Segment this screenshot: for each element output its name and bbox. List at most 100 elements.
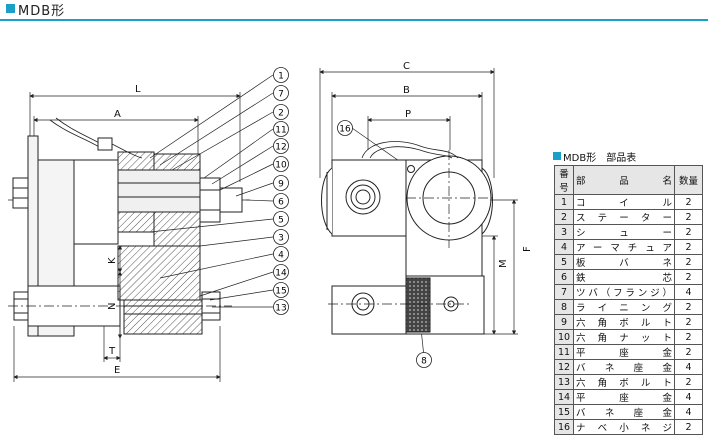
header-no: 番号 <box>554 165 574 195</box>
part-name: 六角ボルト <box>573 374 675 390</box>
svg-text:3: 3 <box>278 234 284 244</box>
part-no: 8 <box>554 299 574 315</box>
svg-text:14: 14 <box>275 269 287 279</box>
svg-text:12: 12 <box>275 143 286 153</box>
part-no: 13 <box>554 374 574 390</box>
part-no: 3 <box>554 224 574 240</box>
part-name: ナベ小ネジ <box>573 419 675 435</box>
callout-13: 13 <box>273 299 289 315</box>
part-no: 14 <box>554 389 574 405</box>
header-rule <box>0 19 708 21</box>
callout-14: 14 <box>273 264 289 280</box>
callout-5: 5 <box>273 211 289 227</box>
part-no: 10 <box>554 329 574 345</box>
dim-A-label: A <box>114 109 121 120</box>
dim-T-label: T <box>108 346 116 357</box>
dim-N-label: N <box>107 303 118 310</box>
svg-text:1: 1 <box>278 72 284 82</box>
side-view <box>8 117 250 337</box>
part-qty: 2 <box>674 254 703 270</box>
part-name: バネ座金 <box>573 404 675 420</box>
callout-4: 4 <box>273 246 289 262</box>
header-name: 部品名 <box>573 165 675 195</box>
dim-C-label: C <box>403 61 410 72</box>
svg-text:6: 6 <box>278 198 284 208</box>
svg-text:9: 9 <box>278 180 284 190</box>
part-qty: 2 <box>674 299 703 315</box>
parts-table-header-row: 番号 部品名 数量 <box>554 165 703 195</box>
dim-M-label: M <box>498 259 509 268</box>
part-name: 平座金 <box>573 344 675 360</box>
part-name: シュー <box>573 224 675 240</box>
svg-text:13: 13 <box>275 304 286 314</box>
part-name: 六角ナット <box>573 329 675 345</box>
dim-P-label: P <box>405 109 411 120</box>
part-name: 平座金 <box>573 389 675 405</box>
svg-text:4: 4 <box>278 251 284 261</box>
part-no: 15 <box>554 404 574 420</box>
part-name: 鉄芯 <box>573 269 675 285</box>
part-name: バネ座金 <box>573 359 675 375</box>
part-no: 1 <box>554 194 574 210</box>
part-qty: 2 <box>674 269 703 285</box>
dim-E-label: E <box>114 365 120 376</box>
callout-10: 10 <box>273 156 289 172</box>
part-name: ツバ（フランジ） <box>573 284 675 300</box>
callout-16: 16 <box>337 120 353 136</box>
callout-circles: 1 7 2 11 12 10 9 6 5 3 4 14 15 13 16 8 <box>273 67 432 368</box>
callout-7: 7 <box>273 85 289 101</box>
callout-2: 2 <box>273 104 289 120</box>
header-square-icon <box>6 4 15 13</box>
side-view-dimensions <box>13 92 241 382</box>
part-qty: 2 <box>674 239 703 255</box>
callout-3: 3 <box>273 229 289 245</box>
part-qty: 2 <box>674 209 703 225</box>
section-title: MDB形 <box>18 4 66 19</box>
callout-6: 6 <box>273 193 289 209</box>
front-view <box>321 141 496 335</box>
svg-text:10: 10 <box>275 161 287 171</box>
part-no: 2 <box>554 209 574 225</box>
svg-text:11: 11 <box>275 126 286 136</box>
part-no: 12 <box>554 359 574 375</box>
dim-L-label: L <box>135 84 141 95</box>
part-name: ステーター <box>573 209 675 225</box>
part-qty: 4 <box>674 284 703 300</box>
part-qty: 2 <box>674 374 703 390</box>
part-qty: 4 <box>674 404 703 420</box>
part-qty: 4 <box>674 389 703 405</box>
callout-15: 15 <box>273 282 289 298</box>
callout-leaders <box>149 74 425 358</box>
front-view-dimensions <box>319 68 518 335</box>
header-qty: 数量 <box>674 165 703 195</box>
part-name: 板バネ <box>573 254 675 270</box>
part-qty: 2 <box>674 329 703 345</box>
part-no: 9 <box>554 314 574 330</box>
part-name: 六角ボルト <box>573 314 675 330</box>
callout-9: 9 <box>273 175 289 191</box>
svg-text:16: 16 <box>339 125 351 135</box>
part-no: 5 <box>554 254 574 270</box>
part-no: 11 <box>554 344 574 360</box>
svg-text:7: 7 <box>278 90 284 100</box>
part-no: 16 <box>554 419 574 435</box>
parts-title-square-icon <box>553 152 561 160</box>
callout-11: 11 <box>273 121 289 137</box>
section-header: MDB形 <box>0 0 708 21</box>
svg-text:5: 5 <box>278 216 284 226</box>
